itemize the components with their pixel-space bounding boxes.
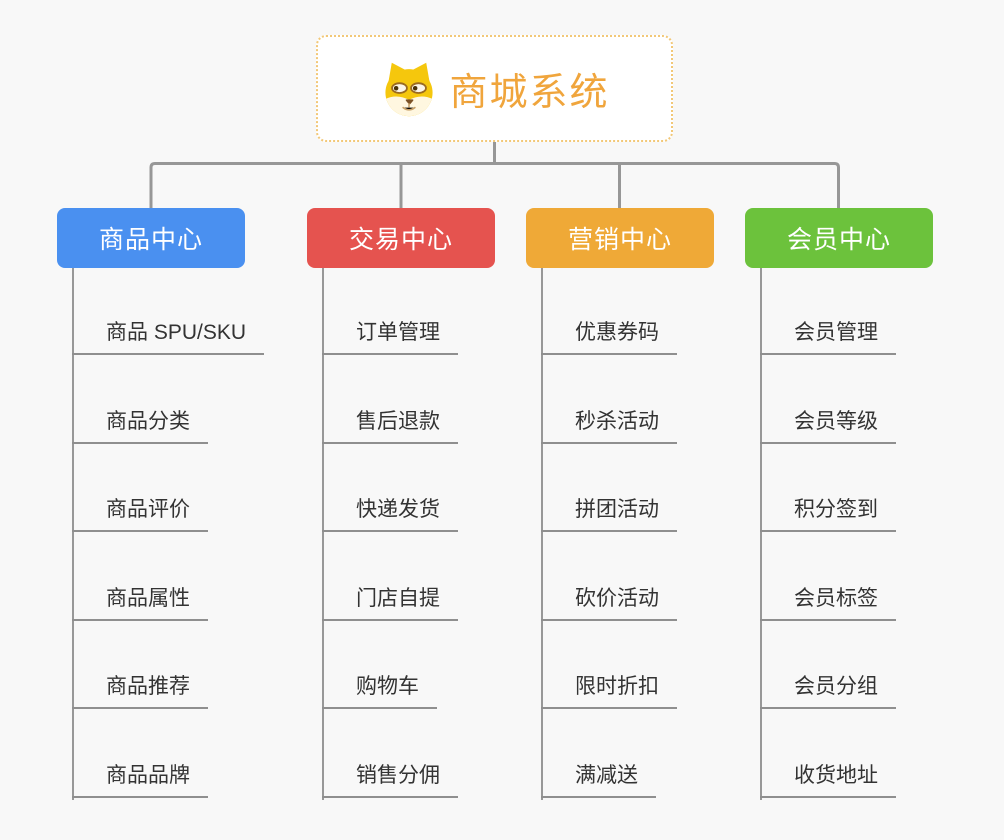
child-topic[interactable]: 商品品牌 — [72, 761, 208, 798]
child-topic[interactable]: 快递发货 — [322, 495, 458, 533]
child-topic[interactable]: 满减送 — [541, 761, 656, 798]
child-topic[interactable]: 优惠券码 — [541, 318, 677, 355]
child-topic[interactable]: 购物车 — [322, 672, 437, 710]
branch-topic-label: 商品中心 — [98, 226, 203, 254]
branch-topic[interactable]: 交易中心 — [307, 208, 495, 268]
branch-spine-line — [72, 268, 74, 800]
child-topic[interactable]: 会员分组 — [760, 672, 896, 710]
child-topic[interactable]: 砍价活动 — [541, 584, 677, 621]
child-topic[interactable]: 商品 SPU/SKU — [72, 318, 265, 355]
child-topic[interactable]: 秒杀活动 — [541, 407, 677, 444]
branch-topic-label: 交易中心 — [348, 226, 453, 254]
child-topic[interactable]: 商品属性 — [72, 584, 208, 621]
branch-trade-center: 交易中心订单管理售后退款快递发货门店自提购物车销售分佣 — [307, 208, 567, 840]
branch-topic[interactable]: 会员中心 — [745, 208, 933, 268]
child-topic[interactable]: 收货地址 — [760, 761, 896, 798]
child-topic[interactable]: 销售分佣 — [322, 761, 458, 798]
child-topic[interactable]: 会员管理 — [760, 318, 896, 355]
branch-member-center: 会员中心会员管理会员等级积分签到会员标签会员分组收货地址 — [745, 208, 1004, 840]
child-topic[interactable]: 限时折扣 — [541, 672, 677, 710]
branch-topic-label: 会员中心 — [786, 226, 891, 254]
branch-marketing-center: 营销中心优惠券码秒杀活动拼团活动砍价活动限时折扣满减送 — [526, 208, 786, 840]
child-topic[interactable]: 门店自提 — [322, 584, 458, 621]
branch-product-center: 商品中心商品 SPU/SKU 商品分类商品评价商品属性商品推荐商品品牌 — [57, 208, 317, 840]
root-topic[interactable]: 商城系统 — [316, 35, 673, 142]
branch-topic-label: 营销中心 — [567, 226, 672, 254]
shiba-dog-icon — [379, 60, 439, 118]
child-topic[interactable]: 商品评价 — [72, 495, 208, 533]
branch-topic[interactable]: 商品中心 — [57, 208, 245, 268]
branch-spine-line — [541, 268, 543, 800]
child-topic[interactable]: 商品分类 — [72, 407, 208, 444]
connector-bus-line — [149, 162, 840, 208]
child-topic[interactable]: 商品推荐 — [72, 672, 208, 710]
child-topic[interactable]: 积分签到 — [760, 495, 896, 533]
branch-spine-line — [760, 268, 762, 800]
child-topic[interactable]: 会员等级 — [760, 407, 896, 444]
child-topic[interactable]: 售后退款 — [322, 407, 458, 444]
child-topic[interactable]: 会员标签 — [760, 584, 896, 621]
child-topic[interactable]: 订单管理 — [322, 318, 458, 355]
branch-topic[interactable]: 营销中心 — [526, 208, 714, 268]
child-topic[interactable]: 拼团活动 — [541, 495, 677, 533]
root-topic-label: 商城系统 — [449, 72, 610, 114]
branch-spine-line — [322, 268, 324, 800]
